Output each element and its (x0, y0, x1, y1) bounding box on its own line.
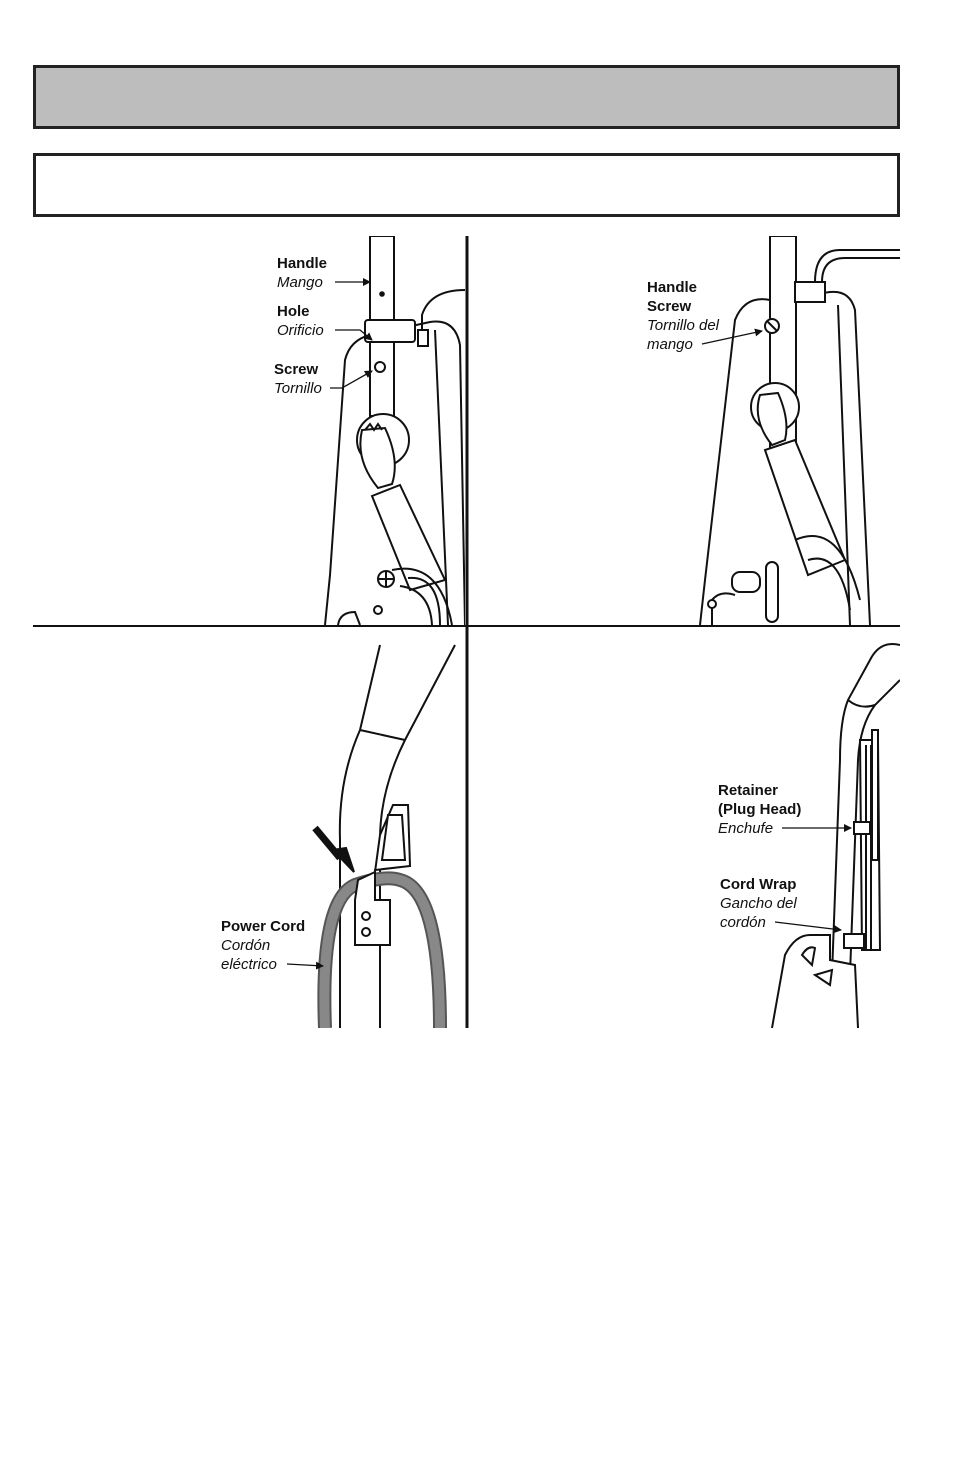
figure-cord-wrap (771, 643, 900, 1028)
label-screw-es: Tornillo (274, 380, 322, 397)
label-cord-wrap-en: Cord Wrap (720, 876, 797, 893)
leader-screw (330, 370, 373, 389)
leader-power-cord (286, 961, 324, 970)
label-power-cord-en: Power Cord (221, 918, 306, 935)
label-retainer: Retainer (Plug Head) Enchufe (718, 781, 801, 838)
leader-handle-screw (701, 328, 763, 345)
figure-handle-hole-screw (324, 236, 465, 625)
subheader-bar (33, 153, 900, 217)
figure-handle-screw (699, 236, 900, 625)
label-cord-wrap: Cord Wrap Gancho del cordón (720, 875, 797, 932)
label-hole: Hole Orificio (277, 302, 324, 340)
label-power-cord-es2: eléctrico (221, 956, 277, 973)
label-cord-wrap-es1: Gancho del (720, 895, 797, 912)
label-screw-en: Screw (274, 361, 319, 378)
label-handle-screw-es1: Tornillo del (647, 317, 719, 334)
label-retainer-en2: (Plug Head) (718, 801, 802, 818)
leader-lines (286, 278, 852, 970)
label-handle-screw-es2: mango (647, 336, 693, 353)
label-retainer-es: Enchufe (718, 820, 774, 837)
label-handle-es: Mango (277, 274, 323, 291)
label-cord-wrap-es2: cordón (720, 914, 766, 931)
label-hole-es: Orificio (277, 322, 324, 339)
label-retainer-en1: Retainer (718, 782, 779, 799)
leader-cord-wrap (774, 921, 842, 934)
label-handle: Handle Mango (277, 254, 327, 292)
figure-power-cord (312, 644, 456, 1028)
label-power-cord: Power Cord Cordón eléctrico (221, 917, 305, 974)
label-handle-screw-en2: Screw (647, 298, 692, 315)
label-handle-en: Handle (277, 255, 328, 272)
header-bar (33, 65, 900, 129)
label-hole-en: Hole (277, 303, 310, 320)
leader-hole (335, 329, 373, 341)
label-power-cord-es1: Cordón (221, 937, 271, 954)
label-handle-screw: Handle Screw Tornillo del mango (647, 278, 719, 354)
label-screw: Screw Tornillo (274, 360, 322, 398)
label-handle-screw-en1: Handle (647, 279, 698, 296)
